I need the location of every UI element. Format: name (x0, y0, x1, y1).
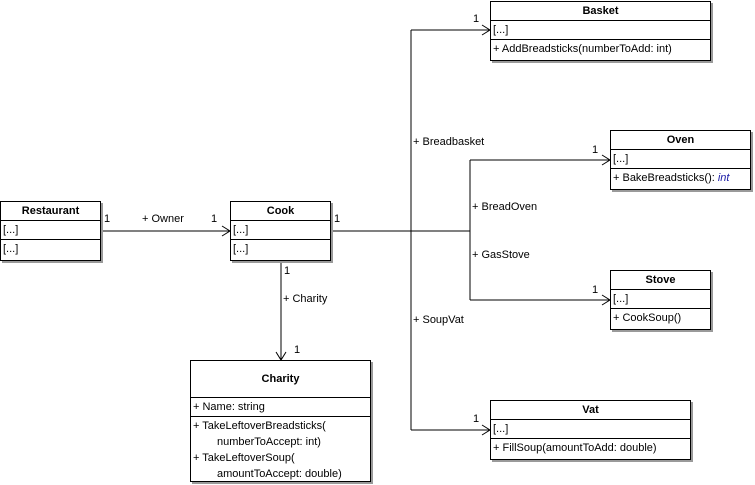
cook-operations: [...] (233, 243, 249, 255)
oven-op-return-type: int (717, 172, 730, 184)
oven-operations: + BakeBreadsticks(): int (611, 169, 750, 187)
oven-class[interactable]: Oven [...] + BakeBreadsticks(): int (610, 130, 751, 190)
breadoven-multiplicity: 1 (592, 144, 599, 156)
basket-attributes: [...] (491, 21, 710, 40)
restaurant-attributes: [...] (1, 221, 100, 240)
restaurant-operations: [...] (3, 243, 19, 255)
breadbasket-role-label: + Breadbasket (413, 136, 485, 148)
owner-dst-multiplicity: 1 (211, 213, 218, 225)
owner-src-multiplicity: 1 (104, 213, 111, 225)
cook-attributes: [...] (231, 221, 330, 240)
basket-class-name: Basket (491, 2, 710, 21)
vat-class[interactable]: Vat [...] + FillSoup(amountToAdd: double… (490, 400, 691, 460)
stove-attributes: [...] (611, 290, 710, 309)
breadoven-role-label: + BreadOven (472, 201, 538, 213)
vat-operations: + FillSoup(amountToAdd: double) (493, 442, 657, 454)
oven-class-name: Oven (611, 131, 750, 150)
basket-operations: + AddBreadsticks(numberToAdd: int) (493, 43, 672, 55)
stove-class-name: Stove (611, 271, 710, 290)
charity-operations: + TakeLeftoverBreadsticks( numberToAccep… (191, 417, 370, 483)
breadbasket-multiplicity: 1 (473, 13, 480, 25)
cook-class[interactable]: Cook [...] [...] (230, 201, 331, 261)
oven-attributes: [...] (611, 150, 750, 169)
stove-class[interactable]: Stove [...] + CookSoup() (610, 270, 711, 330)
gasstove-multiplicity: 1 (592, 284, 599, 296)
soupvat-multiplicity: 1 (473, 413, 480, 425)
vat-attributes: [...] (491, 420, 690, 439)
charity-role-label: + Charity (283, 293, 328, 305)
owner-role-label: + Owner (142, 213, 184, 225)
stove-operations: + CookSoup() (613, 312, 682, 324)
oven-op-bake: + BakeBreadsticks(): (613, 172, 718, 184)
restaurant-class[interactable]: Restaurant [...] [...] (0, 201, 101, 261)
charity-op-take-soup: + TakeLeftoverSoup( (193, 452, 295, 464)
charity-dst-multiplicity: 1 (294, 344, 301, 356)
restaurant-class-name: Restaurant (1, 202, 100, 221)
soupvat-role-label: + SoupVat (413, 314, 464, 326)
cook-end-multiplicity: 1 (334, 213, 341, 225)
charity-src-multiplicity: 1 (284, 265, 291, 277)
cook-class-name: Cook (231, 202, 330, 221)
vat-class-name: Vat (491, 401, 690, 420)
charity-op-take-breadsticks: + TakeLeftoverBreadsticks( (193, 420, 326, 432)
gasstove-role-label: + GasStove (472, 249, 530, 261)
charity-class-name: Charity (191, 361, 370, 398)
basket-class[interactable]: Basket [...] + AddBreadsticks(numberToAd… (490, 1, 711, 61)
charity-op-take-soup-params: amountToAccept: double) (217, 468, 342, 480)
charity-attributes: + Name: string (191, 398, 370, 417)
charity-class[interactable]: Charity + Name: string + TakeLeftoverBre… (190, 360, 371, 482)
charity-op-take-breadsticks-params: numberToAccept: int) (217, 436, 321, 448)
